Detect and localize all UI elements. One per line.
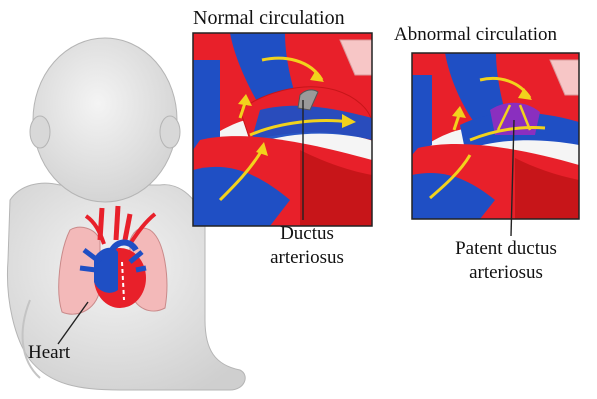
normal-circulation-panel bbox=[193, 33, 372, 226]
pda-label-line2: arteriosus bbox=[440, 261, 572, 285]
abnormal-circulation-panel bbox=[412, 53, 579, 219]
pda-label-line1: Patent ductus bbox=[440, 237, 572, 261]
abnormal-circulation-title: Abnormal circulation bbox=[394, 24, 557, 46]
patent-ductus-arteriosus-label: Patent ductus arteriosus bbox=[440, 237, 572, 285]
ductus-label-line2: arteriosus bbox=[262, 246, 352, 270]
heart-label: Heart bbox=[28, 342, 70, 364]
normal-circulation-title: Normal circulation bbox=[193, 7, 345, 30]
ductus-label-line1: Ductus bbox=[262, 222, 352, 246]
ductus-arteriosus-label: Ductus arteriosus bbox=[262, 222, 352, 270]
